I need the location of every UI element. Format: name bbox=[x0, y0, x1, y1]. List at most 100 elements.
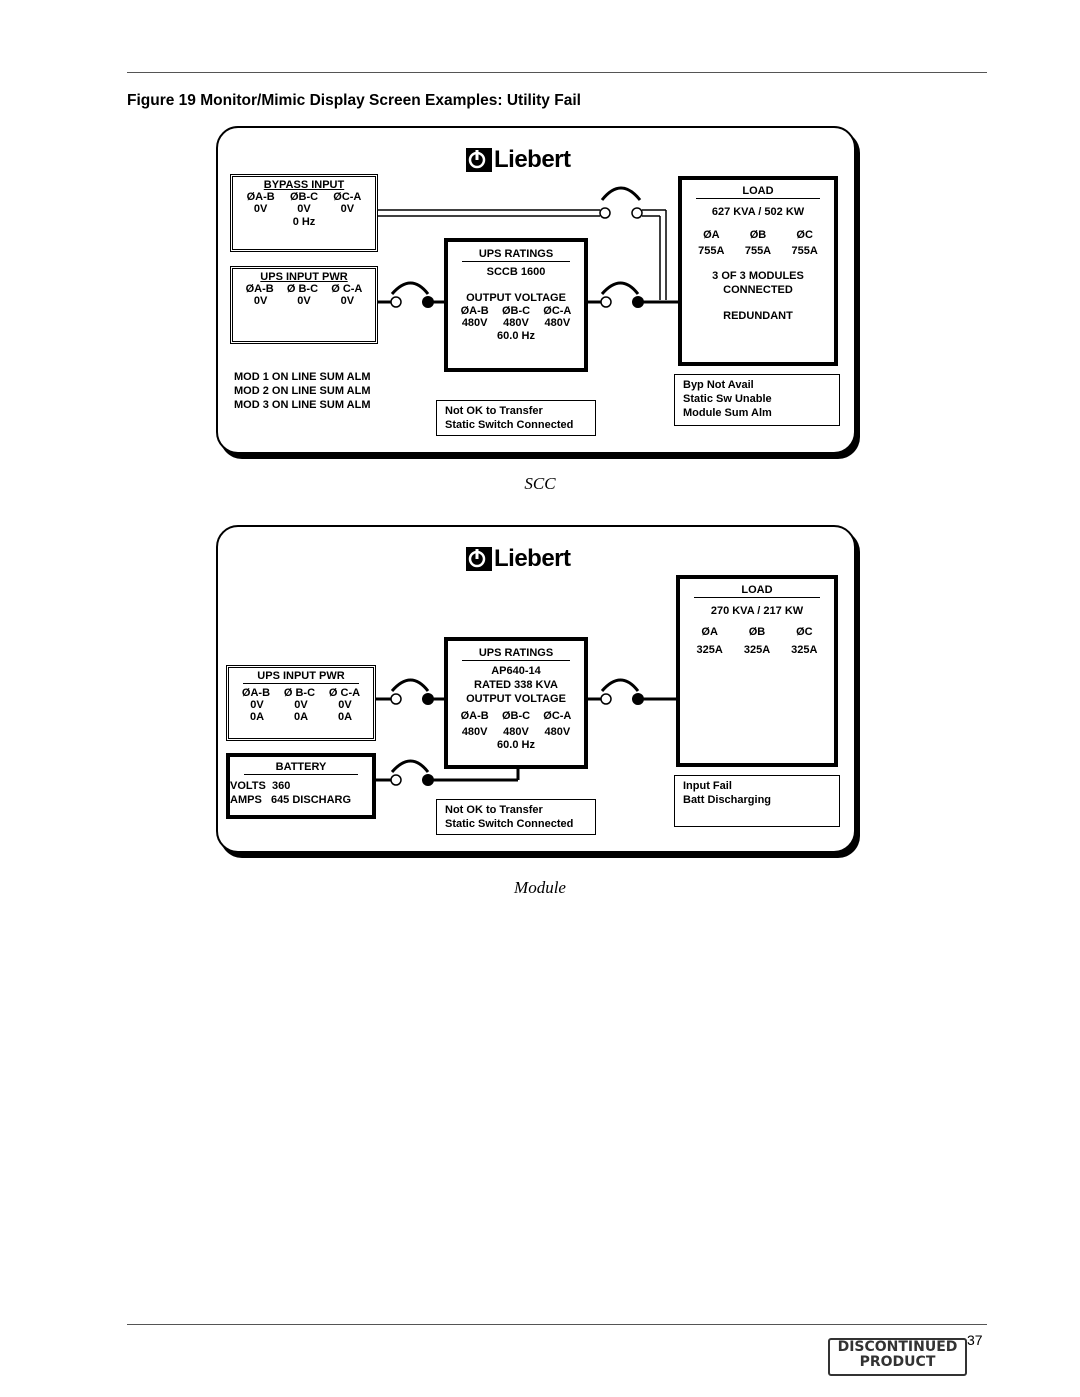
phase-label: ØC-A bbox=[333, 191, 362, 203]
phase-volts: 0V bbox=[338, 699, 352, 711]
phase-volts: 0V bbox=[250, 699, 264, 711]
transfer-message: Static Switch Connected bbox=[445, 818, 574, 830]
phase-amps: 0A bbox=[293, 711, 309, 723]
output-frequency: 60.0 Hz bbox=[497, 739, 535, 751]
load-box: LOAD 627 KVA / 502 KW ØA ØB ØC 755A 755A… bbox=[678, 176, 838, 366]
load-title: LOAD bbox=[694, 584, 820, 598]
phase-label: Ø C-A bbox=[328, 687, 361, 699]
modules-connected: CONNECTED bbox=[723, 284, 793, 296]
ups-input-pwr-title: UPS INPUT PWR bbox=[260, 271, 348, 283]
ups-ratings-title: UPS RATINGS bbox=[462, 647, 570, 661]
phase-value: 325A bbox=[743, 644, 771, 656]
phase-value: 0V bbox=[253, 203, 268, 215]
ups-ratings-title: UPS RATINGS bbox=[462, 248, 570, 262]
phase-label: ØB-C bbox=[501, 305, 531, 317]
phase-label: ØA-B bbox=[460, 305, 489, 317]
battery-amps: AMPS 645 DISCHARG bbox=[230, 794, 352, 806]
module-status: MOD 3 ON LINE SUM ALM bbox=[234, 399, 371, 411]
transfer-message-box: Not OK to Transfer Static Switch Connect… bbox=[436, 799, 596, 835]
ups-model: AP640-14 bbox=[491, 665, 541, 677]
phase-amps: 0A bbox=[249, 711, 265, 723]
alarm-message-box: Input Fail Batt Discharging bbox=[674, 775, 840, 827]
alarm-message-box: Byp Not Avail Static Sw Unable Module Su… bbox=[674, 374, 840, 426]
bypass-input-box: BYPASS INPUT ØA-B ØB-C ØC-A 0V 0V 0V 0 H… bbox=[230, 174, 378, 252]
phase-label: Ø C-A bbox=[331, 283, 363, 295]
redundancy-status: REDUNDANT bbox=[723, 310, 793, 322]
ups-rating: RATED 338 KVA bbox=[474, 679, 558, 691]
brand-name: Liebert bbox=[494, 545, 571, 572]
phase-label: ØB-C bbox=[501, 710, 531, 722]
stamp-line: PRODUCT bbox=[859, 1354, 936, 1370]
phase-label: ØA-B bbox=[460, 710, 489, 722]
phase-label: ØC bbox=[796, 626, 813, 638]
phase-label: ØA-B bbox=[241, 687, 271, 699]
module-caption: Module bbox=[514, 878, 566, 897]
phase-value: 480V bbox=[461, 726, 488, 738]
phase-label: Ø B-C bbox=[283, 687, 316, 699]
phase-value: 755A bbox=[698, 245, 725, 257]
phase-value: 0V bbox=[297, 295, 311, 307]
alarm-message: Static Sw Unable bbox=[683, 393, 772, 405]
liebert-logo: Liebert bbox=[466, 545, 571, 573]
alarm-message: Byp Not Avail bbox=[683, 379, 754, 391]
transfer-message: Not OK to Transfer bbox=[445, 405, 543, 417]
module-status-list: MOD 1 ON LINE SUM ALM MOD 2 ON LINE SUM … bbox=[234, 370, 370, 412]
phase-value: 0V bbox=[340, 295, 355, 307]
phase-value: 480V bbox=[503, 317, 529, 329]
phase-label: ØB-C bbox=[289, 191, 319, 203]
battery-title: BATTERY bbox=[244, 761, 358, 775]
bottom-rule bbox=[127, 1324, 987, 1325]
phase-label: ØC bbox=[796, 229, 813, 241]
module-mimic-panel: Liebert UPS INPUT PWR ØA-B Ø B-C Ø C-A 0… bbox=[216, 525, 856, 853]
phase-value: 480V bbox=[461, 317, 488, 329]
scc-caption: SCC bbox=[524, 474, 556, 493]
phase-value: 480V bbox=[503, 726, 529, 738]
phase-label: ØC-A bbox=[543, 305, 572, 317]
load-power: 627 KVA / 502 KW bbox=[711, 206, 805, 218]
bypass-frequency: 0 Hz bbox=[292, 216, 316, 228]
ups-model: SCCB 1600 bbox=[486, 266, 546, 278]
output-voltage-label: OUTPUT VOLTAGE bbox=[466, 693, 566, 705]
battery-box: BATTERY VOLTS 360 AMPS 645 DISCHARG bbox=[226, 753, 376, 819]
phase-value: 755A bbox=[791, 245, 818, 257]
liebert-power-icon bbox=[466, 547, 492, 571]
output-frequency: 60.0 Hz bbox=[497, 330, 535, 342]
transfer-message: Not OK to Transfer bbox=[445, 804, 543, 816]
ups-input-pwr-box: UPS INPUT PWR ØA-B Ø B-C Ø C-A 0V 0V 0V … bbox=[226, 665, 376, 741]
phase-value: 755A bbox=[744, 245, 772, 257]
stamp-line: DISCONTINUED bbox=[837, 1339, 958, 1355]
brand-name: Liebert bbox=[494, 146, 571, 173]
liebert-power-icon bbox=[466, 148, 492, 172]
phase-value: 325A bbox=[791, 644, 818, 656]
phase-label: Ø B-C bbox=[286, 283, 319, 295]
module-status: MOD 1 ON LINE SUM ALM bbox=[234, 371, 371, 383]
phase-label: ØB bbox=[748, 626, 766, 638]
phase-volts: 0V bbox=[294, 699, 308, 711]
alarm-message: Input Fail bbox=[683, 780, 732, 792]
phase-value: 0V bbox=[297, 203, 311, 215]
liebert-logo: Liebert bbox=[466, 146, 571, 174]
module-status: MOD 2 ON LINE SUM ALM bbox=[234, 385, 371, 397]
ups-ratings-box: UPS RATINGS AP640-14 RATED 338 KVA OUTPU… bbox=[444, 637, 588, 769]
top-rule bbox=[127, 72, 987, 73]
battery-volts: VOLTS 360 bbox=[230, 780, 291, 792]
phase-value: 0V bbox=[253, 295, 268, 307]
alarm-message: Module Sum Alm bbox=[683, 407, 772, 419]
phase-value: 480V bbox=[544, 726, 571, 738]
phase-amps: 0A bbox=[337, 711, 353, 723]
phase-label: ØC-A bbox=[543, 710, 572, 722]
modules-count: 3 OF 3 MODULES bbox=[712, 270, 804, 282]
load-title: LOAD bbox=[696, 185, 820, 199]
transfer-message-box: Not OK to Transfer Static Switch Connect… bbox=[436, 400, 596, 436]
discontinued-product-stamp: DISCONTINUED PRODUCT bbox=[828, 1338, 967, 1376]
phase-label: ØA-B bbox=[246, 191, 275, 203]
phase-value: 0V bbox=[340, 203, 355, 215]
output-voltage-label: OUTPUT VOLTAGE bbox=[466, 292, 566, 304]
transfer-message: Static Switch Connected bbox=[445, 419, 574, 431]
phase-label: ØB bbox=[749, 229, 767, 241]
phase-label: ØA bbox=[703, 229, 720, 241]
phase-label: ØA bbox=[701, 626, 718, 638]
load-box: LOAD 270 KVA / 217 KW ØA ØB ØC 325A 325A… bbox=[676, 575, 838, 767]
figure-title: Figure 19 Monitor/Mimic Display Screen E… bbox=[127, 92, 581, 109]
phase-label: ØA-B bbox=[245, 283, 274, 295]
